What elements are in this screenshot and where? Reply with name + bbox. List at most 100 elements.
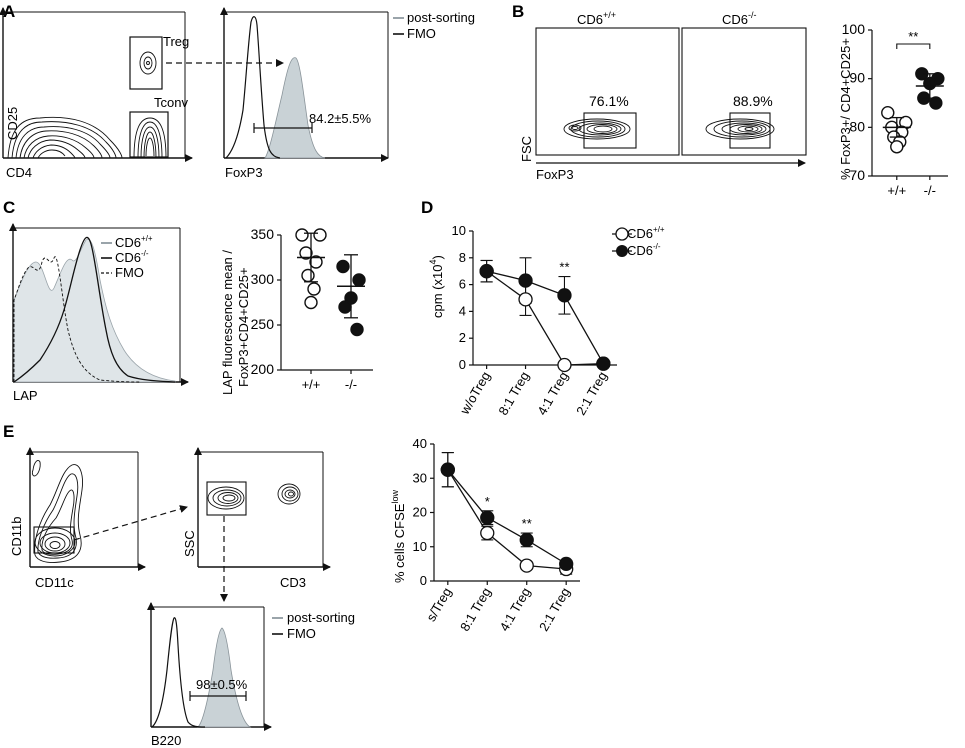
b-dot-ko <box>681 27 807 156</box>
e-legend-fmo: FMO <box>287 626 316 641</box>
significance-stars: ** <box>522 516 532 531</box>
e-ylabel: % cells CFSElow <box>390 490 407 583</box>
panel-a: A <box>0 2 475 180</box>
x-tick-label: +/+ <box>887 183 906 198</box>
d-legend-wt: CD6+/+ <box>627 225 665 241</box>
y-tick-label: 70 <box>849 167 865 183</box>
e-dot-plot-1: CD11b CD11c <box>9 447 146 590</box>
y-tick-label: 80 <box>849 118 865 134</box>
panel-c: C CD6+/+ CD6-/- FMO LAP 200250300350+/+-… <box>3 198 373 403</box>
b-ko-title: CD6-/- <box>722 10 757 27</box>
data-point <box>480 510 495 525</box>
e-dot1-ylabel: CD11b <box>9 516 24 556</box>
y-tick-label: 30 <box>413 470 427 485</box>
c-legend-fmo: FMO <box>115 265 144 280</box>
y-tick-label: 40 <box>413 436 427 451</box>
e-hist-stat: 98±0.5% <box>196 677 248 692</box>
b-dot-xlabel: FoxP3 <box>536 167 574 182</box>
y-tick-label: 300 <box>251 271 275 287</box>
data-point <box>440 462 455 477</box>
a-legend-fmo: FMO <box>407 26 436 41</box>
y-tick-label: 6 <box>459 277 466 292</box>
e-hist-sorted <box>197 627 252 728</box>
data-point <box>557 357 572 373</box>
y-tick-label: 0 <box>459 357 466 372</box>
data-point <box>309 255 323 269</box>
x-tick-label: s/Treg <box>423 585 454 624</box>
data-point <box>518 273 533 288</box>
x-tick-label: 4:1 Treg <box>534 369 571 418</box>
y-tick-label: 2 <box>459 330 466 345</box>
e-dot2-ylabel: SSC <box>182 530 197 557</box>
data-point <box>313 228 327 242</box>
a-dot-plot: Treg Tconv CD25 CD4 <box>0 7 193 180</box>
b-wt-title: CD6+/+ <box>577 10 616 27</box>
data-point <box>557 288 572 303</box>
d-ylabel: cpm (x104) <box>428 255 445 318</box>
panel-letter-b: B <box>512 2 524 21</box>
data-point <box>890 140 904 154</box>
data-point <box>881 106 895 120</box>
b-wt-pct: 76.1% <box>589 93 629 109</box>
data-point <box>301 268 315 283</box>
b-scatter-chart: 70 80 90 100 +/+ -/- ** <box>842 21 948 198</box>
y-tick-label: 200 <box>251 361 275 377</box>
e-hist-fmo <box>151 617 206 728</box>
a-dot-xlabel: CD4 <box>6 165 32 180</box>
e-dot2-xlabel: CD3 <box>280 575 306 590</box>
b-dot-ylabel: FSC <box>519 136 534 162</box>
y-tick-label: 90 <box>849 70 865 86</box>
a-dot-ylabel: CD25 <box>5 107 20 140</box>
e-dot-plot-2: SSC CD3 <box>182 447 331 590</box>
x-tick-label: -/- <box>345 377 357 392</box>
e-legend-sorted: post-sorting <box>287 610 355 625</box>
b-ko-pct: 88.9% <box>733 93 773 109</box>
x-tick-label: 4:1 Treg <box>496 585 533 634</box>
c-hist-ko <box>13 236 176 383</box>
series-line <box>486 270 604 364</box>
panel-e: E CD11b CD11c <box>3 422 580 748</box>
data-point <box>350 322 364 337</box>
b-gate-ko <box>729 112 771 149</box>
c-scatter-ylabel-1: LAP fluorescence mean / <box>220 250 235 395</box>
b-dot-wt <box>535 27 680 156</box>
series-line <box>447 469 567 570</box>
significance-stars: * <box>485 494 490 509</box>
y-tick-label: 100 <box>842 21 866 37</box>
y-tick-label: 4 <box>459 303 466 318</box>
e-histogram: 98±0.5% B220 post-sorting FMO <box>147 602 355 748</box>
significance-bracket <box>896 43 931 49</box>
a-hist-sorted <box>264 57 326 159</box>
gate-treg-label: Treg <box>163 34 189 49</box>
x-tick-label: 8:1 Treg <box>457 585 494 634</box>
a-legend-sorted: post-sorting <box>407 10 475 25</box>
gate-tconv <box>129 111 169 158</box>
c-hist-wt <box>13 238 176 383</box>
d-legend-marker-open <box>615 227 629 241</box>
c-hist-xlabel: LAP <box>13 388 38 403</box>
b-gate-wt <box>583 112 637 149</box>
significance-stars: ** <box>908 29 918 44</box>
data-point <box>352 273 366 287</box>
data-point <box>596 356 611 371</box>
a-contours <box>7 51 167 159</box>
e-dot1-xlabel: CD11c <box>35 575 74 590</box>
data-point <box>518 292 533 307</box>
e-gate-2 <box>206 481 247 516</box>
x-tick-label: w/oTreg <box>456 369 493 418</box>
c-legend-wt: CD6+/+ <box>115 234 153 250</box>
y-tick-label: 10 <box>452 223 466 238</box>
data-point <box>479 264 494 279</box>
data-point <box>307 282 321 296</box>
data-point <box>336 259 350 274</box>
panel-b: B CD6+/+ CD6-/- 76.1% 88.9% FSC <box>512 2 948 198</box>
e-gate-arrow-1 <box>73 505 188 541</box>
a-hist-xlabel: FoxP3 <box>225 165 263 180</box>
data-point <box>299 246 313 260</box>
x-tick-label: -/- <box>924 183 936 198</box>
